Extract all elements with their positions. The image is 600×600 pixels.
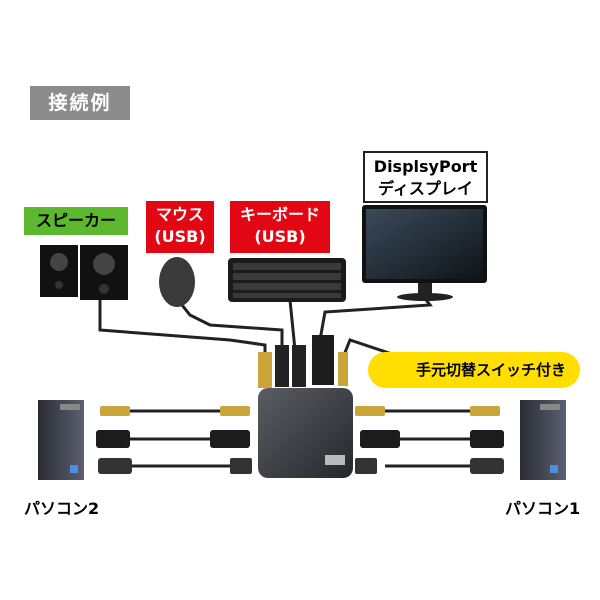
display-label: DisplsyPort ディスプレイ bbox=[363, 151, 488, 203]
title-badge: 接続例 bbox=[30, 86, 130, 120]
pc1-label: パソコン1 bbox=[505, 499, 581, 518]
keyboard-device bbox=[228, 258, 346, 302]
keyboard-label-line1: キーボード bbox=[239, 205, 320, 224]
display-label-line1: DisplsyPort bbox=[373, 157, 478, 176]
mouse-label: マウス (USB) bbox=[146, 201, 214, 253]
left-connectors bbox=[96, 406, 252, 474]
speaker-label: スピーカー bbox=[24, 207, 128, 235]
mouse-label-line2: (USB) bbox=[154, 227, 206, 246]
keyboard-label-line2: (USB) bbox=[254, 227, 306, 246]
pc2-tower bbox=[38, 400, 84, 480]
top-connectors bbox=[258, 335, 348, 388]
speaker-right bbox=[80, 245, 128, 300]
pc2-label: パソコン2 bbox=[24, 499, 100, 518]
kvm-switch-box bbox=[258, 388, 353, 478]
keyboard-label: キーボード (USB) bbox=[230, 201, 330, 253]
speaker-left bbox=[40, 245, 78, 297]
mouse-device bbox=[159, 257, 195, 307]
mouse-label-line1: マウス bbox=[155, 205, 204, 224]
display-label-line2: ディスプレイ bbox=[378, 179, 473, 198]
pc1-tower bbox=[520, 400, 566, 480]
right-connectors bbox=[355, 406, 504, 474]
monitor-device bbox=[362, 205, 487, 301]
switch-label: 手元切替スイッチ付き bbox=[368, 352, 580, 388]
